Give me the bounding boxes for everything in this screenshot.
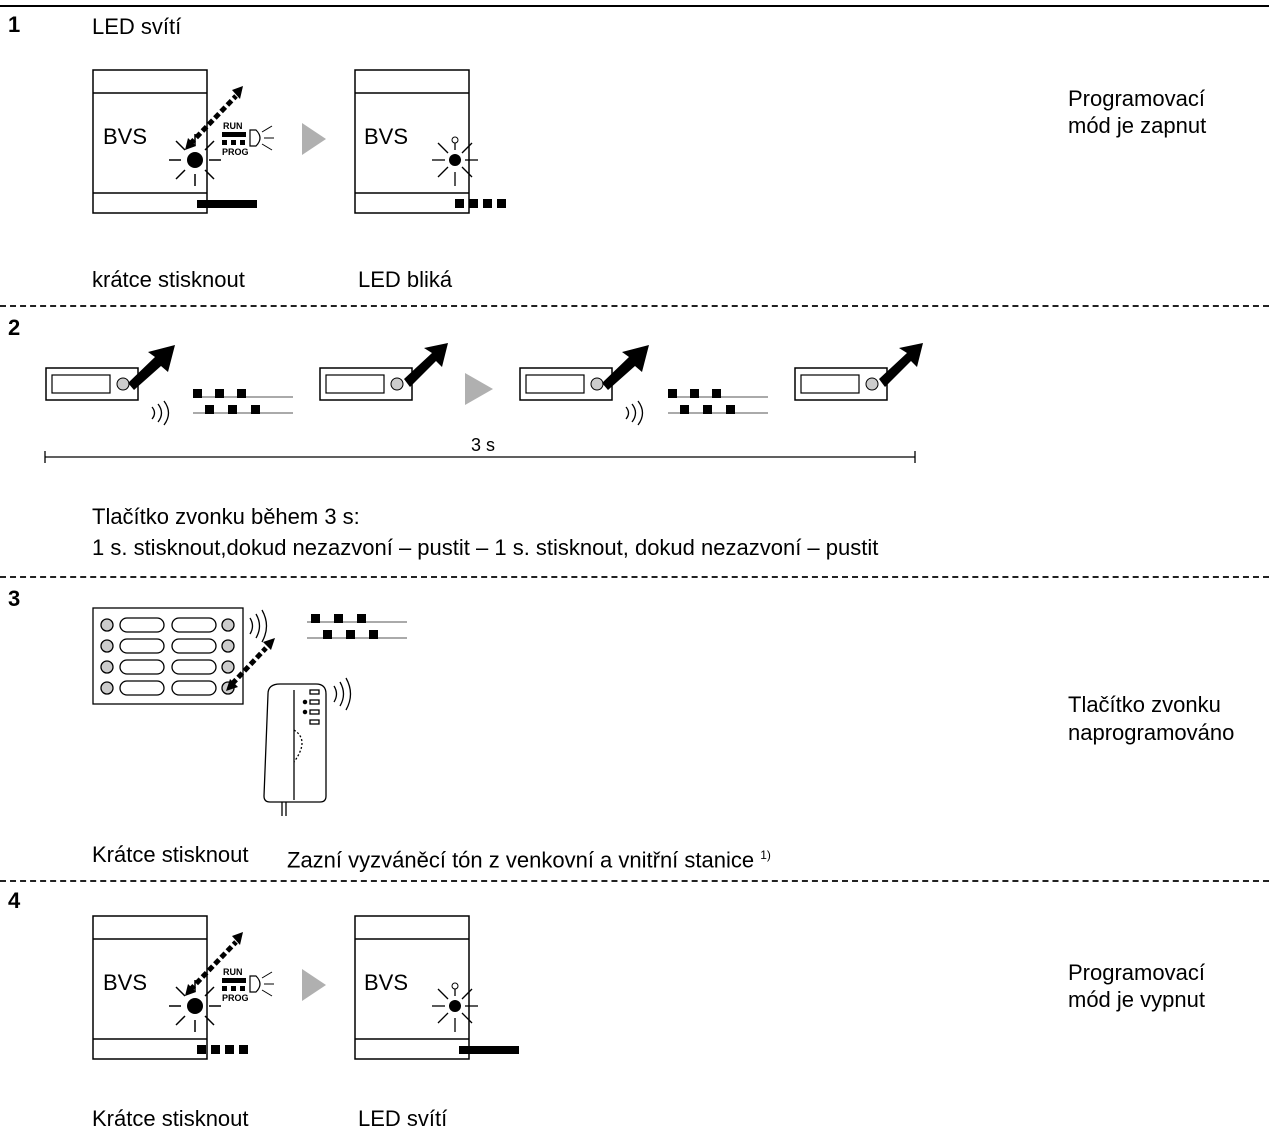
svg-text:BVS: BVS	[103, 970, 147, 995]
indoor-handset	[263, 683, 327, 816]
led-blink-squares	[455, 199, 506, 208]
press-arrow-icon	[128, 345, 175, 390]
press-arrow-icon	[602, 345, 649, 390]
step-number: 1	[8, 12, 21, 37]
caption-led-on: LED svítí	[358, 1106, 448, 1131]
sound-icon	[249, 609, 268, 643]
svg-text:BVS: BVS	[364, 124, 408, 149]
caption-press: krátce stisknout	[92, 267, 245, 292]
led-blink-squares	[197, 1045, 248, 1054]
signal-pattern-icon	[307, 614, 407, 639]
press-arrow-icon	[185, 86, 243, 150]
led-on-bar	[459, 1046, 519, 1054]
step-number: 2	[8, 315, 21, 340]
release-arrow-icon	[879, 343, 923, 387]
caption-press: Krátce stisknout	[92, 842, 249, 867]
device-label: BVS	[103, 124, 147, 149]
bell-button-unit	[794, 367, 888, 401]
step1-illustration: BVS RUN PROG BVS	[92, 69, 506, 214]
step2-illustration	[44, 343, 923, 463]
bvs-device-b	[354, 69, 470, 214]
result-line1: Tlačítko zvonku	[1068, 692, 1221, 717]
run-prog-switch-icon: RUN PROG	[222, 121, 274, 157]
result-line1: Programovací	[1068, 960, 1205, 985]
result-line2: mód je zapnut	[1068, 113, 1207, 138]
footnote-ref: 1)	[760, 848, 771, 862]
step2-caption-line1: Tlačítko zvonku během 3 s:	[92, 504, 360, 529]
caption-press: Krátce stisknout	[92, 1106, 249, 1131]
separator-3-4	[0, 880, 1269, 882]
top-rule	[0, 5, 1269, 7]
result-line2: naprogramováno	[1068, 720, 1235, 745]
result-line1: Programovací	[1068, 86, 1205, 111]
step4-illustration: BVS RUN PROG BVS	[92, 915, 519, 1060]
run-prog-switch-icon: RUN PROG	[222, 967, 274, 1003]
caption-ring-tone-text: Zazní vyzváněcí tón z venkovní a vnitřní…	[287, 847, 755, 873]
step-number: 4	[8, 888, 21, 913]
separator-1-2	[0, 305, 1269, 307]
result-line2: mód je vypnut	[1068, 987, 1205, 1012]
bell-button-unit	[519, 367, 613, 401]
next-arrow-icon	[302, 123, 326, 155]
bell-button-unit	[45, 367, 139, 401]
bell-button-unit	[319, 367, 413, 401]
separator-2-3	[0, 576, 1269, 578]
svg-text:RUN: RUN	[223, 121, 243, 131]
signal-pattern-icon	[193, 389, 293, 414]
sound-icon	[151, 400, 170, 426]
next-arrow-icon	[465, 373, 493, 405]
svg-text:PROG: PROG	[222, 147, 249, 157]
step-title: LED svítí	[92, 14, 182, 39]
svg-text:PROG: PROG	[222, 993, 249, 1003]
timeline-3s	[44, 451, 916, 463]
step3-illustration	[92, 607, 407, 816]
release-arrow-icon	[404, 343, 448, 387]
svg-text:RUN: RUN	[223, 967, 243, 977]
step2-caption-line2: 1 s. stisknout,dokud nezazvoní – pustit …	[92, 535, 879, 560]
press-arrow-icon	[226, 638, 275, 691]
bvs-device-b	[354, 915, 470, 1060]
caption-led-blink: LED bliká	[358, 267, 453, 292]
next-arrow-icon	[302, 969, 326, 1001]
svg-text:BVS: BVS	[364, 970, 408, 995]
press-arrow-icon	[185, 932, 243, 996]
step-number: 3	[8, 586, 21, 611]
caption-ring-tone: Zazní vyzváněcí tón z venkovní a vnitřní…	[287, 842, 771, 873]
duration-label: 3 s	[471, 435, 496, 455]
outdoor-station	[92, 607, 244, 705]
led-on-bar	[197, 200, 257, 208]
